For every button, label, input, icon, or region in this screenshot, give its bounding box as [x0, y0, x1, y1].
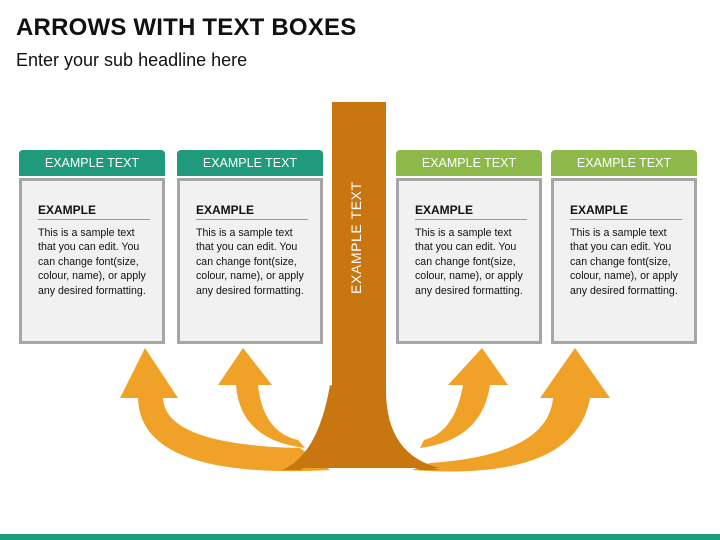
card-heading: EXAMPLE — [415, 203, 527, 220]
center-stem-label: EXAMPLE TEXT — [348, 181, 364, 294]
card-text: This is a sample text that you can edit.… — [415, 227, 523, 297]
slide-subtitle: Enter your sub headline here — [16, 50, 248, 70]
card-header: EXAMPLE TEXT — [551, 150, 697, 176]
text-card-4: EXAMPLE TEXT EXAMPLE This is a sample te… — [551, 150, 697, 344]
center-stem — [300, 102, 440, 468]
card-heading: EXAMPLE — [38, 203, 150, 220]
arrow-right-outer — [412, 348, 610, 472]
card-text: This is a sample text that you can edit.… — [196, 227, 304, 297]
card-header: EXAMPLE TEXT — [177, 150, 323, 176]
arrow-left-outer — [120, 348, 330, 472]
card-heading: EXAMPLE — [570, 203, 682, 220]
arrow-left-inner — [218, 348, 305, 448]
card-text: This is a sample text that you can edit.… — [38, 227, 146, 297]
text-card-3: EXAMPLE TEXT EXAMPLE This is a sample te… — [396, 150, 542, 344]
card-body: EXAMPLE This is a sample text that you c… — [396, 178, 542, 344]
slide-title: ARROWS WITH TEXT BOXES — [16, 14, 357, 41]
card-header: EXAMPLE TEXT — [396, 150, 542, 176]
text-card-2: EXAMPLE TEXT EXAMPLE This is a sample te… — [177, 150, 323, 344]
card-body: EXAMPLE This is a sample text that you c… — [177, 178, 323, 344]
arrow-right-inner — [420, 348, 508, 448]
card-body: EXAMPLE This is a sample text that you c… — [19, 178, 165, 344]
card-text: This is a sample text that you can edit.… — [570, 227, 678, 297]
footer-bar — [0, 534, 720, 540]
card-body: EXAMPLE This is a sample text that you c… — [551, 178, 697, 344]
stem-curve-right — [360, 385, 440, 470]
card-heading: EXAMPLE — [196, 203, 308, 220]
text-card-1: EXAMPLE TEXT EXAMPLE This is a sample te… — [19, 150, 165, 344]
card-header: EXAMPLE TEXT — [19, 150, 165, 176]
stem-curve-left — [282, 385, 345, 470]
